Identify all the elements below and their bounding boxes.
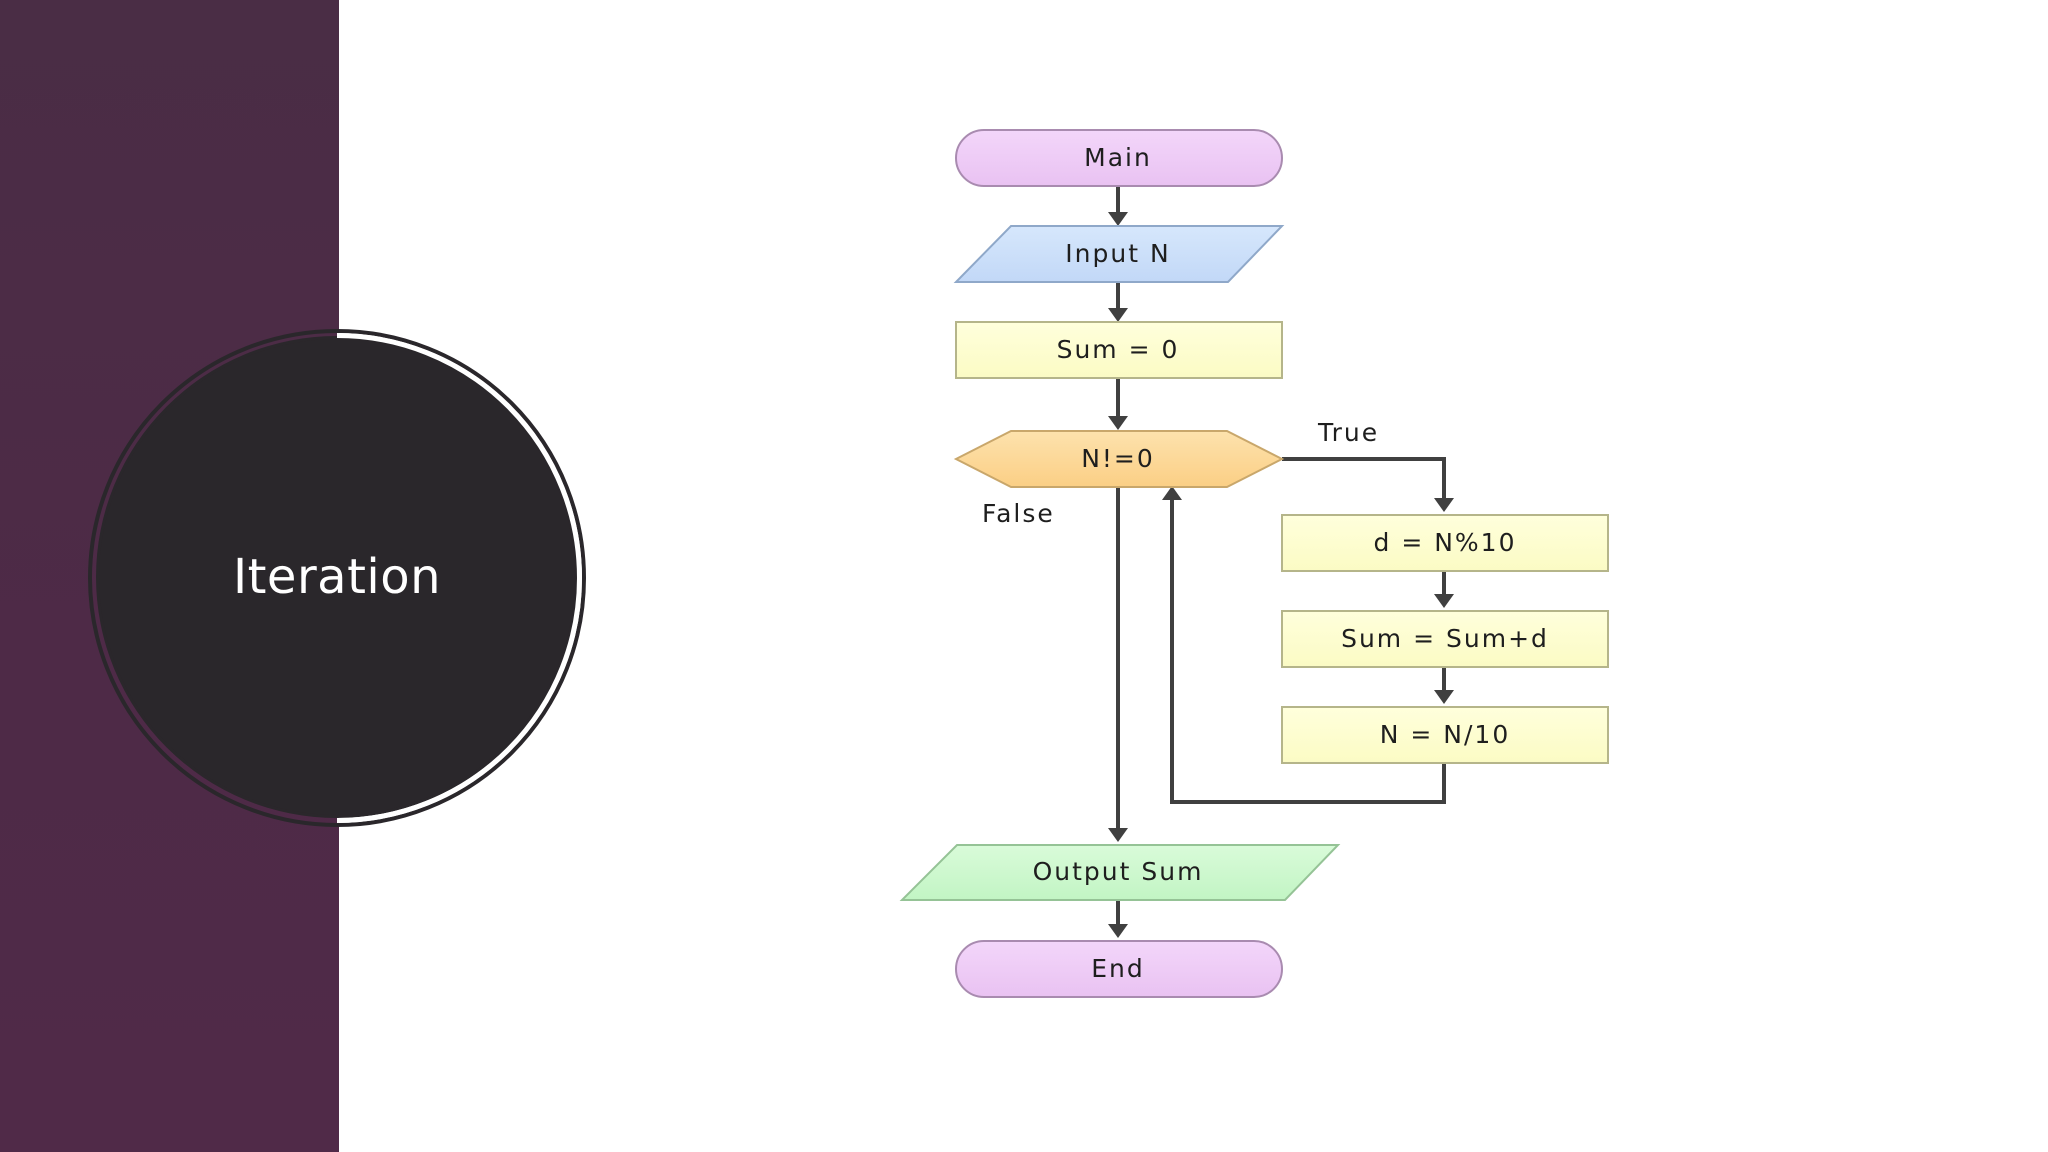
node-accumulate: Sum = Sum+d [1281, 610, 1609, 668]
connector-divide-loop-back [1162, 486, 1446, 804]
connector-accumulate-to-divide [1434, 667, 1454, 704]
node-divide-label: N = N/10 [1380, 720, 1510, 749]
node-digit-label: d = N%10 [1374, 528, 1517, 557]
title-circle-outline [88, 329, 586, 827]
node-cond: N!=0 [953, 430, 1285, 488]
node-output: Output Sum [899, 844, 1341, 901]
node-cond-label: N!=0 [1081, 444, 1155, 473]
edge-label-false: False [982, 499, 1055, 528]
node-end-label: End [1091, 954, 1145, 983]
node-accumulate-label: Sum = Sum+d [1341, 624, 1549, 653]
node-end: End [955, 940, 1283, 998]
node-divide: N = N/10 [1281, 706, 1609, 764]
connector-main-to-input [1108, 186, 1128, 226]
node-init-label: Sum = 0 [1057, 335, 1180, 364]
edge-label-true: True [1317, 418, 1379, 447]
node-output-label: Output Sum [1033, 857, 1204, 886]
node-init: Sum = 0 [955, 321, 1283, 379]
slide-title: Iteration [232, 549, 442, 605]
connector-output-to-end [1108, 900, 1128, 938]
node-main: Main [955, 129, 1283, 187]
node-input: Input N [953, 225, 1285, 283]
connector-init-to-cond [1108, 378, 1128, 430]
connector-input-to-init [1108, 282, 1128, 322]
node-digit: d = N%10 [1281, 514, 1609, 572]
node-input-label: Input N [1065, 239, 1170, 268]
node-main-label: Main [1084, 143, 1152, 172]
connector-digit-to-accumulate [1434, 571, 1454, 608]
connector-cond-true-to-digit [1282, 457, 1454, 512]
connector-cond-false-to-output [1108, 487, 1128, 842]
